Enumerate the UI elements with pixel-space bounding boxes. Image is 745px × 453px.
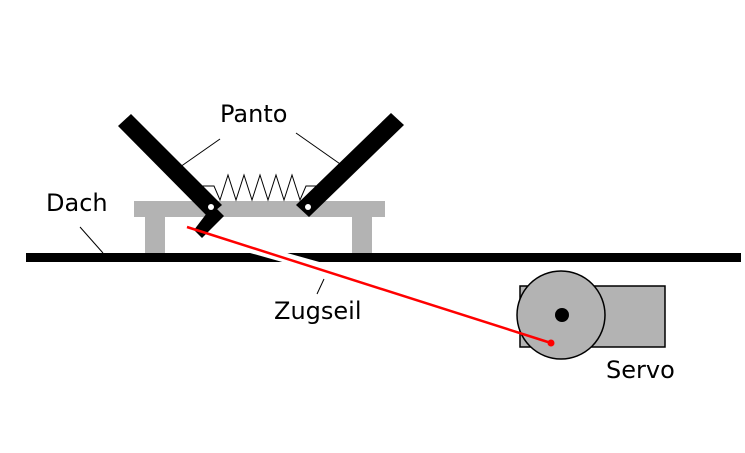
leader-panto-right bbox=[295, 132, 344, 167]
leader-zugseil bbox=[316, 278, 325, 295]
base-plate bbox=[134, 201, 385, 217]
panto-arm-left-tail bbox=[194, 205, 224, 238]
label-dach: Dach bbox=[46, 189, 108, 217]
label-zugseil: Zugseil bbox=[274, 297, 362, 325]
rope-anchor bbox=[547, 339, 555, 347]
base-leg-right bbox=[352, 217, 372, 254]
panto-arm-right bbox=[296, 113, 404, 217]
pull-rope bbox=[186, 225, 552, 345]
panto-pivot-right bbox=[305, 204, 311, 210]
panto-pivot-left bbox=[208, 204, 214, 210]
label-panto: Panto bbox=[220, 100, 287, 128]
base-leg-left bbox=[145, 217, 165, 254]
spring bbox=[202, 173, 319, 202]
panto-arm-left bbox=[118, 114, 222, 217]
label-servo: Servo bbox=[606, 356, 675, 384]
servo-axle bbox=[555, 308, 569, 322]
leader-dach bbox=[79, 226, 104, 254]
leader-panto-left bbox=[179, 138, 221, 168]
roof-bar bbox=[26, 253, 741, 262]
